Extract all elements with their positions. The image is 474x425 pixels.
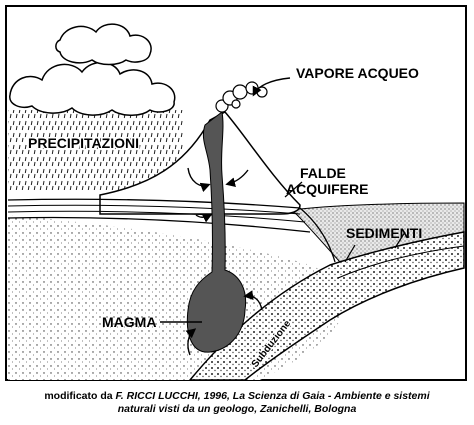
label-sedimenti: SEDIMENTI <box>346 225 422 241</box>
label-falde: FALDE <box>300 165 346 181</box>
caption-reference-2: naturali visti da un geologo, Zanichelli… <box>117 403 357 415</box>
caption-line-2: naturali visti da un geologo, Zanichelli… <box>0 403 474 416</box>
water-cycle-diagram: VAPORE ACQUEO PRECIPITAZIONI FALDE ACQUI… <box>5 5 467 381</box>
label-acquifere: ACQUIFERE <box>286 181 368 197</box>
flow-arrows <box>185 77 291 356</box>
caption-reference-1: F. RICCI LUCCHI, 1996, La Scienza di Gai… <box>115 390 430 402</box>
caption-prefix: modificato da <box>44 390 116 402</box>
steam-plume <box>215 81 268 113</box>
label-precipitazioni: PRECIPITAZIONI <box>28 135 139 151</box>
magma-chamber <box>186 111 247 353</box>
cloud-icon <box>9 23 176 116</box>
label-magma: MAGMA <box>102 314 156 330</box>
caption-line-1: modificato da F. RICCI LUCCHI, 1996, La … <box>0 390 474 403</box>
label-vapore-acqueo: VAPORE ACQUEO <box>296 65 419 81</box>
volcano-cone <box>99 111 301 215</box>
